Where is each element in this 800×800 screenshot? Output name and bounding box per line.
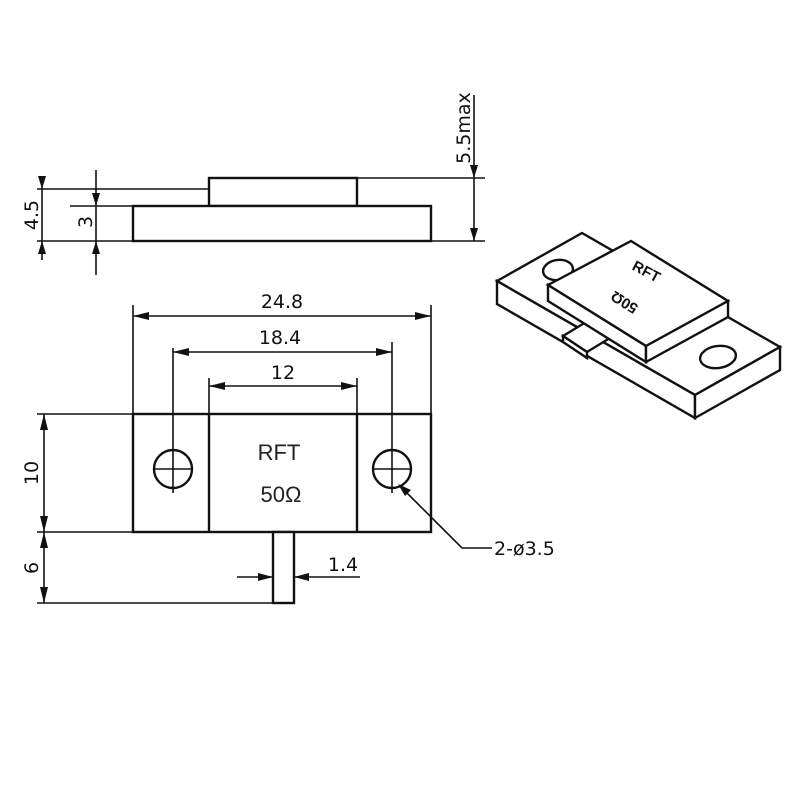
isometric-view: RFT 50Ω: [494, 231, 783, 421]
side-view-body: [207, 176, 359, 208]
dim-arrow: [341, 382, 357, 390]
dim-arrow: [40, 587, 48, 603]
top-view-flange: [131, 412, 433, 534]
dim-arrow: [376, 348, 392, 356]
marking-rft: RFT: [258, 440, 301, 465]
dim-arrow: [38, 241, 46, 254]
dim-lead-width: 1.4: [328, 554, 358, 576]
dim-total-height: 4.5: [21, 200, 43, 230]
dim-height: 10: [21, 461, 43, 485]
dim-hole-spacing: 18.4: [259, 327, 301, 349]
dim-arrow: [294, 573, 309, 581]
dim-max-height: 5.5max: [453, 92, 475, 164]
dim-arrow: [470, 228, 478, 241]
dim-arrow: [133, 312, 149, 320]
dim-arrow: [40, 532, 48, 548]
lead-tab: [271, 530, 296, 605]
dim-base-height: 3: [75, 216, 97, 228]
dim-width: 24.8: [261, 291, 303, 313]
dim-arrow: [470, 165, 478, 178]
dim-arrow: [38, 176, 46, 189]
dim-arrow: [40, 516, 48, 532]
top-view: RFT 50Ω 24.8 18.4 12 10 6: [21, 291, 555, 605]
iso-hole-right: [698, 344, 738, 370]
dim-arrow: [398, 484, 411, 496]
marking-ohms: 50Ω: [261, 482, 302, 507]
dim-arrow: [40, 414, 48, 430]
dim-arrow: [173, 348, 189, 356]
hole-callout-leader: [399, 485, 492, 549]
dim-lead-length: 6: [21, 562, 43, 574]
hole-callout: 2-ø3.5: [494, 538, 555, 560]
iso-lead-tab-edge: [561, 333, 589, 361]
side-view: 4.5 3 5.5max: [21, 92, 485, 275]
side-view-flange: [131, 204, 433, 243]
dim-arrow: [92, 193, 100, 206]
dim-arrow: [415, 312, 431, 320]
iso-flange-side: [693, 344, 782, 421]
dim-body-width: 12: [271, 362, 295, 384]
dim-arrow: [92, 241, 100, 254]
iso-body-side: [644, 298, 730, 365]
dim-arrow: [258, 573, 273, 581]
dim-arrow: [209, 382, 225, 390]
